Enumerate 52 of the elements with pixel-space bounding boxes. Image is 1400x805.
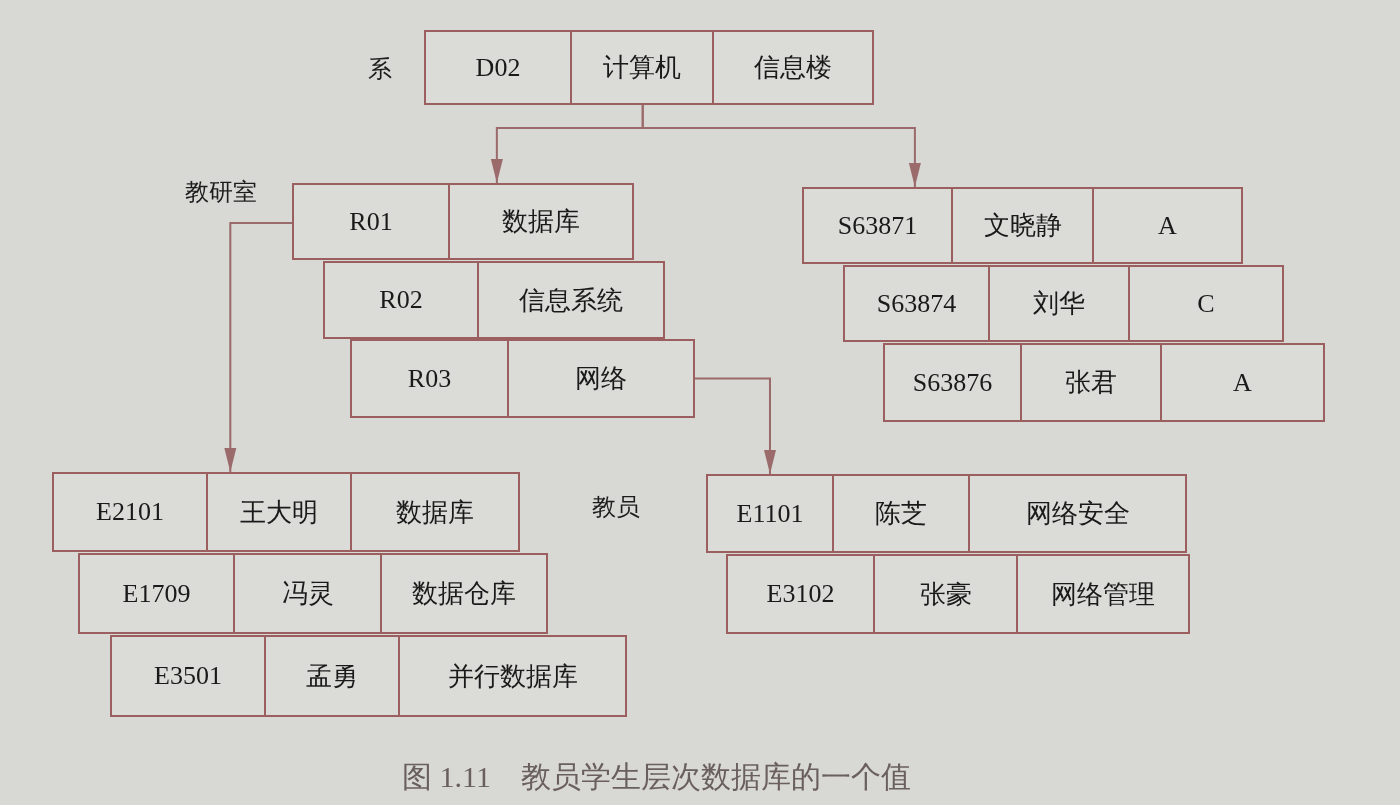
- record-field: E2101: [54, 474, 206, 550]
- record-field: 数据库: [350, 474, 518, 550]
- arrow: [224, 222, 293, 473]
- record-field: E3102: [728, 556, 873, 632]
- record-field: E1709: [80, 555, 233, 632]
- record-field: 网络管理: [1016, 556, 1188, 632]
- record-box: [292, 183, 634, 260]
- record-field: S63871: [804, 189, 951, 262]
- figure-caption: 图 1.11 教员学生层次数据库的一个值: [402, 760, 911, 793]
- record-box: [726, 554, 1190, 634]
- record-field: R03: [352, 341, 507, 416]
- record-box: [424, 30, 874, 105]
- record-field: 网络安全: [968, 476, 1185, 551]
- segment-label: 教研室: [185, 179, 257, 206]
- record-field: 王大明: [206, 474, 350, 550]
- record-field: 计算机: [570, 32, 712, 103]
- record-field: 孟勇: [264, 637, 398, 715]
- record-box: [323, 261, 665, 339]
- record-field: 数据仓库: [380, 555, 546, 632]
- segment-label: 系: [368, 56, 392, 83]
- record-field: 信息楼: [712, 32, 872, 103]
- record-field: A: [1092, 189, 1241, 262]
- record-field: S63874: [845, 267, 988, 340]
- record-field: D02: [426, 32, 570, 103]
- record-box: [110, 635, 627, 717]
- record-field: 刘华: [988, 267, 1128, 340]
- record-field: 张豪: [873, 556, 1016, 632]
- record-field: 冯灵: [233, 555, 380, 632]
- arrow: [694, 377, 776, 475]
- record-field: R01: [294, 185, 448, 258]
- segment-label: 教员: [592, 494, 640, 521]
- record-field: 陈芝: [832, 476, 968, 551]
- record-field: A: [1160, 345, 1323, 420]
- record-field: S63876: [885, 345, 1020, 420]
- record-field: 并行数据库: [398, 637, 625, 715]
- record-field: R02: [325, 263, 477, 337]
- record-box: [843, 265, 1284, 342]
- record-field: 张君: [1020, 345, 1160, 420]
- arrow: [641, 104, 921, 188]
- record-field: 信息系统: [477, 263, 663, 337]
- record-field: C: [1128, 267, 1282, 340]
- record-box: [52, 472, 520, 552]
- record-box: [883, 343, 1325, 422]
- record-field: E3501: [112, 637, 264, 715]
- record-field: 数据库: [448, 185, 632, 258]
- record-box: [78, 553, 548, 634]
- record-field: 文晓静: [951, 189, 1092, 262]
- record-field: E1101: [708, 476, 832, 551]
- record-field: 网络: [507, 341, 693, 416]
- record-box: [802, 187, 1243, 264]
- record-box: [706, 474, 1187, 553]
- record-box: [350, 339, 695, 418]
